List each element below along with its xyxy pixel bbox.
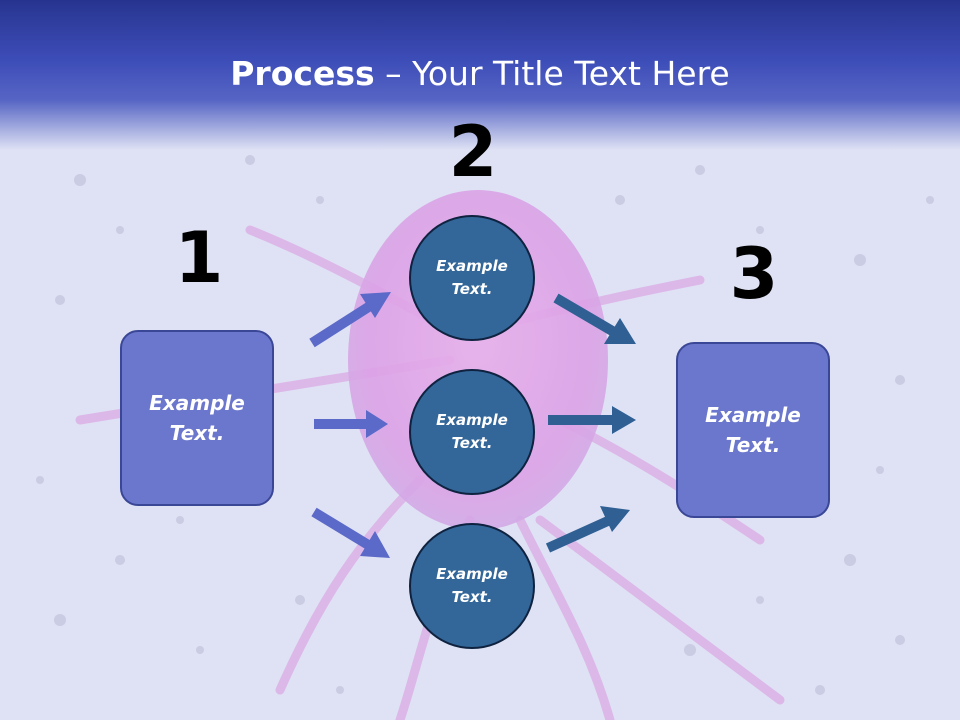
step-2-circle-bottom: Example Text. bbox=[409, 523, 535, 649]
step-2-text-bottom: Example Text. bbox=[436, 565, 508, 606]
step-2-circle-top: Example Text. bbox=[409, 215, 535, 341]
step-3-box: Example Text. bbox=[676, 342, 830, 518]
page-title: Process – Your Title Text Here bbox=[0, 52, 960, 96]
title-rest: – Your Title Text Here bbox=[374, 54, 730, 93]
step-2-text-top: Example Text. bbox=[436, 257, 508, 298]
step-number-2: 2 bbox=[448, 111, 498, 193]
step-number-1: 1 bbox=[174, 217, 224, 299]
step-3-text: Example Text. bbox=[705, 403, 801, 457]
step-1-text: Example Text. bbox=[149, 391, 245, 445]
title-bold: Process bbox=[230, 54, 375, 93]
step-1-box: Example Text. bbox=[120, 330, 274, 506]
step-2-circle-middle: Example Text. bbox=[409, 369, 535, 495]
step-number-3: 3 bbox=[729, 233, 779, 315]
step-2-text-middle: Example Text. bbox=[436, 411, 508, 452]
title-bar bbox=[0, 0, 960, 150]
